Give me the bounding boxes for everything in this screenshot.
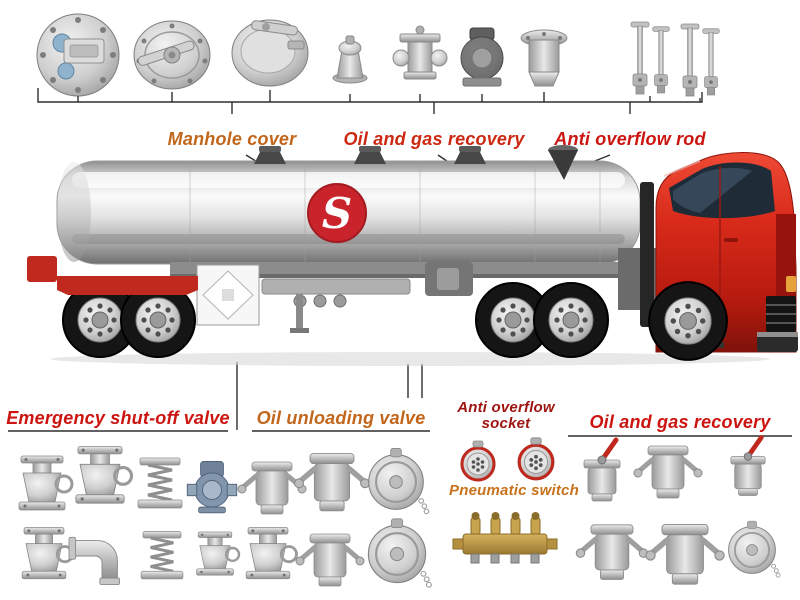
left-fender — [57, 276, 198, 295]
emergency-shut-off-valve-group — [17, 444, 241, 586]
anti-overflow-socket-part-1 — [459, 439, 497, 483]
label-anti-overflow-socket: Anti overflow socket — [446, 399, 566, 433]
anti-overflow-rod-part-4 — [702, 28, 720, 96]
anti-overflow-socket-group — [459, 436, 556, 483]
label-anti-overflow-rod: Anti overflow rod — [554, 129, 706, 149]
recovery-valve-dark-part — [460, 27, 504, 87]
pneumatic-switch-part — [452, 511, 558, 564]
recovery-part-4 — [576, 525, 647, 580]
label-anti-overflow-socket-line1: Anti overflow — [457, 399, 555, 416]
label-manhole-cover: Manhole cover — [167, 129, 297, 149]
emergency-valve-part-5 — [139, 529, 185, 581]
recovery-part-6 — [727, 520, 781, 579]
tank-top-fittings — [254, 145, 578, 180]
label-oil-gas-recovery-top: Oil and gas recovery — [343, 129, 525, 149]
pump-part — [186, 461, 238, 514]
support-leg — [296, 294, 303, 330]
unloading-cap-part-2 — [367, 517, 433, 589]
logo-letter: S — [322, 189, 352, 238]
emergency-valve-part-6 — [195, 530, 241, 577]
manhole-cover-dome-part — [231, 19, 309, 87]
unloading-valve-part-2 — [295, 454, 370, 511]
elbow-pipe-part — [68, 536, 121, 586]
trailer-front-bumper — [27, 256, 57, 282]
manhole-cover-plate-part — [36, 13, 120, 97]
unloading-valve-part-1 — [238, 462, 306, 514]
recovery-part-1 — [584, 440, 620, 501]
brand-logo: S — [307, 183, 367, 243]
unloading-valve-part-3 — [244, 526, 298, 581]
anti-overflow-rod-part-3 — [680, 23, 700, 97]
label-oil-gas-recovery-bottom: Oil and gas recovery — [589, 412, 771, 432]
anti-overflow-socket-part-2 — [516, 436, 556, 482]
ground-shadow — [50, 352, 770, 366]
label-anti-overflow-socket-line2: socket — [481, 415, 531, 433]
tanker-truck: S — [27, 145, 798, 366]
emergency-valve-part-1 — [17, 454, 74, 512]
manhole-cover-lever-part — [133, 20, 211, 90]
unloading-cap-part-1 — [367, 447, 430, 515]
wheel — [533, 282, 609, 358]
emergency-valve-part-4 — [20, 526, 74, 581]
wheel — [648, 281, 728, 361]
headlight — [786, 276, 796, 292]
exhaust-stack — [640, 182, 654, 327]
recovery-adapter-part — [520, 29, 568, 87]
toolbox — [196, 264, 260, 326]
anti-overflow-rod-part-1 — [630, 21, 650, 95]
emergency-valve-part-2 — [74, 444, 134, 505]
oil-and-gas-recovery-group — [576, 438, 781, 585]
recovery-part-3 — [731, 438, 765, 496]
oil-unloading-valve-group — [238, 447, 433, 589]
recovery-part-5 — [646, 524, 724, 584]
breather-valve-part — [332, 35, 368, 84]
emergency-valve-part-3 — [136, 456, 184, 510]
label-emergency-shut-off-valve: Emergency shut-off valve — [6, 408, 230, 428]
label-pneumatic-switch: Pneumatic switch — [449, 482, 579, 499]
anti-overflow-cone — [548, 150, 578, 180]
anti-overflow-rod-part-2 — [652, 26, 670, 94]
unloading-valve-part-4 — [296, 534, 364, 586]
label-oil-unloading-valve: Oil unloading valve — [256, 408, 426, 428]
chassis — [170, 262, 645, 333]
top-parts-row — [36, 13, 720, 97]
recovery-valve-part — [392, 25, 448, 80]
recovery-part-2 — [634, 446, 702, 498]
leader-lines — [8, 88, 792, 437]
